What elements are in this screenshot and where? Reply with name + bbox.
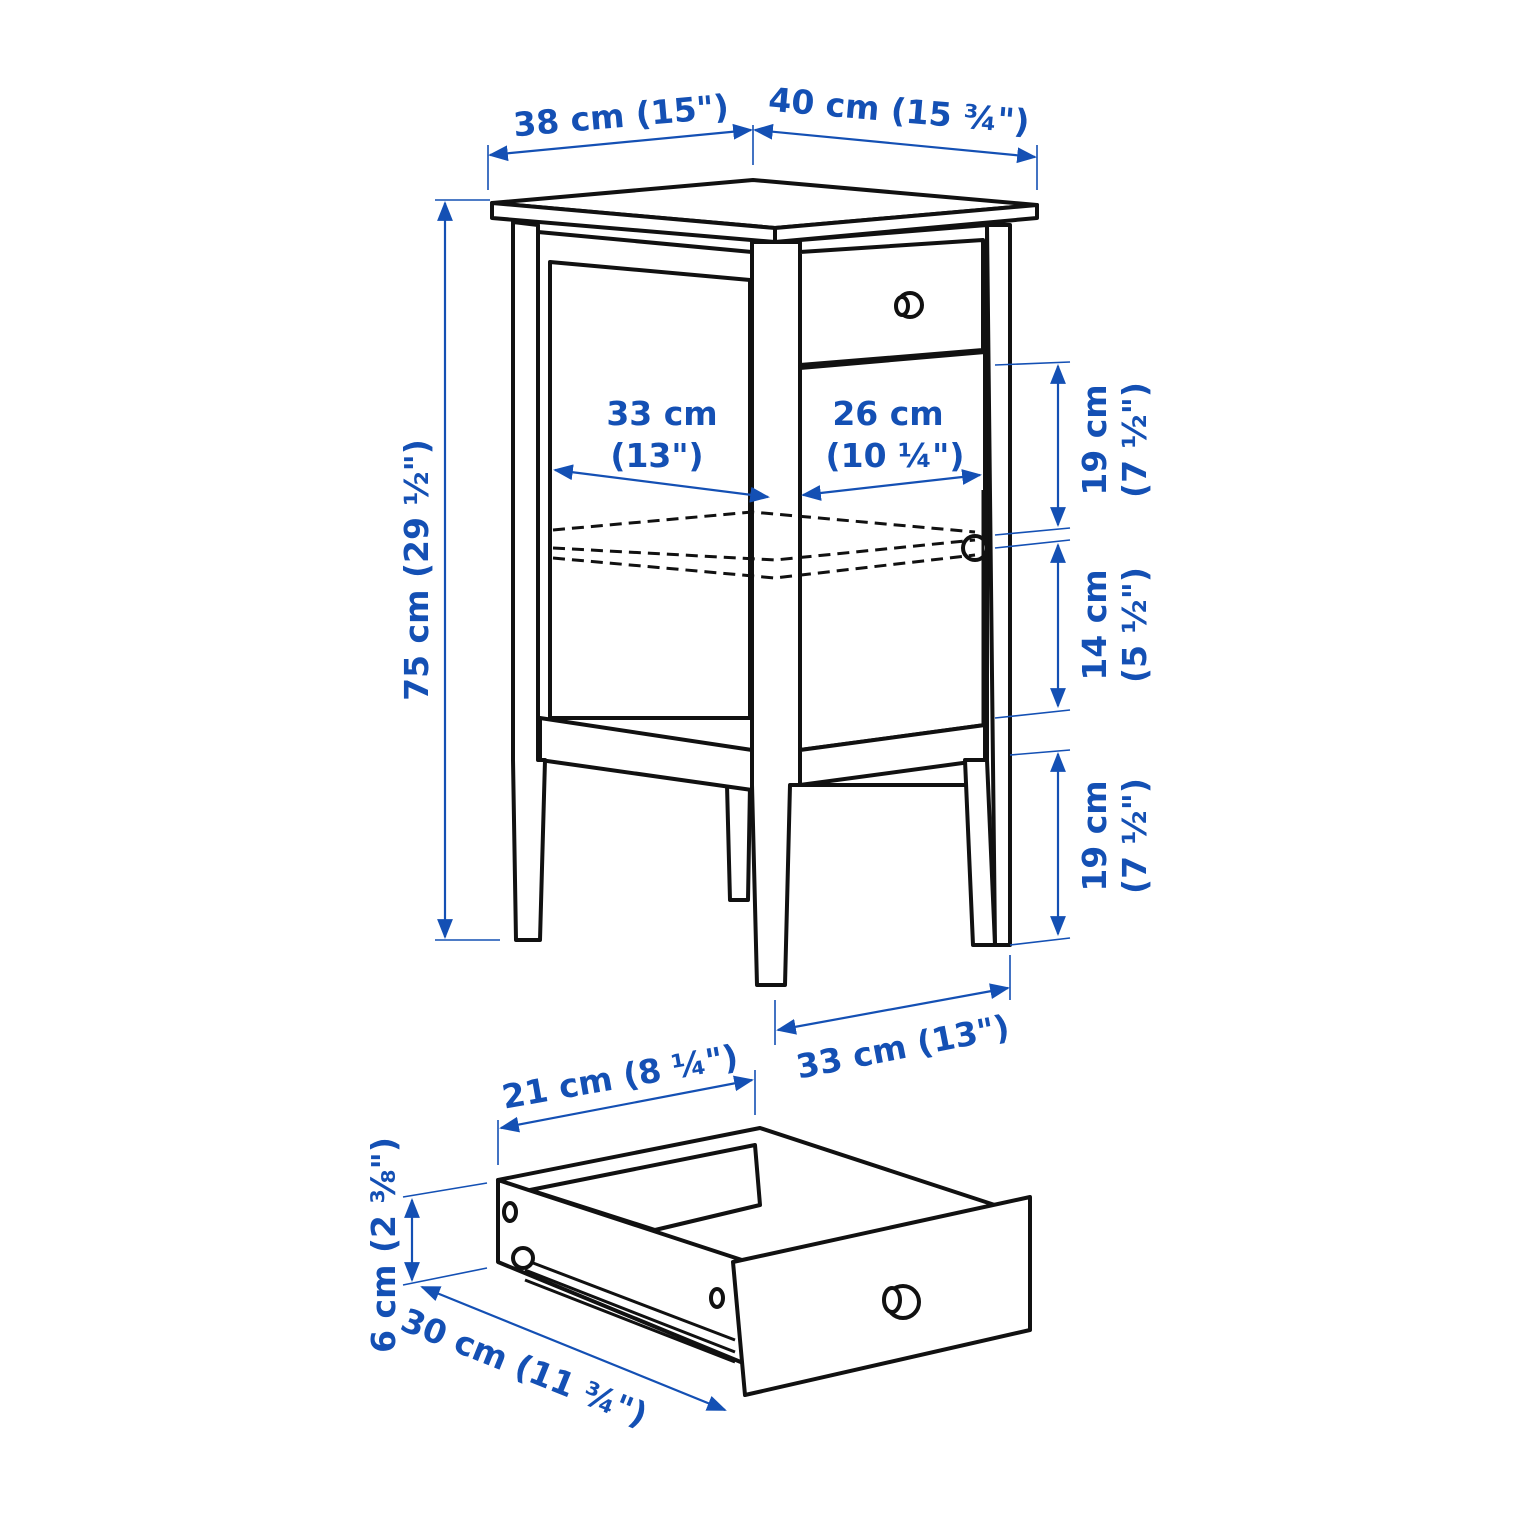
top-drawer <box>798 238 985 367</box>
lower-compartment-cm: 14 cm <box>1075 569 1114 680</box>
inner-width-in: (10 ¼") <box>826 436 965 475</box>
drawer-dimension-lines <box>402 1070 756 1412</box>
leg-width-label: 33 cm (13") <box>793 1007 1013 1087</box>
height-label: 75 cm (29 ½") <box>397 439 436 701</box>
drawer-front <box>731 1195 1032 1397</box>
drawer-height-label: 6 cm (2 ⅜") <box>364 1137 403 1353</box>
dimension-lines <box>435 123 1071 1045</box>
lower-compartment-in: (5 ½") <box>1115 567 1154 683</box>
drawer-drawing <box>496 1126 1032 1397</box>
upper-compartment-in: (7 ½") <box>1115 382 1154 498</box>
inner-width-cm: 26 cm <box>832 394 943 433</box>
inner-depth-in: (13") <box>610 436 703 475</box>
door-knob <box>961 534 989 562</box>
upper-compartment-cm: 19 cm <box>1075 384 1114 495</box>
width-label: 40 cm (15 ¾") <box>767 80 1031 142</box>
leg-clearance-cm: 19 cm <box>1075 780 1114 891</box>
leg-clearance-in: (7 ½") <box>1115 778 1154 894</box>
drawer-depth-label: 30 cm (11 ¾") <box>396 1300 653 1434</box>
nightstand-drawing <box>490 178 1039 987</box>
inner-depth-cm: 33 cm <box>606 394 717 433</box>
